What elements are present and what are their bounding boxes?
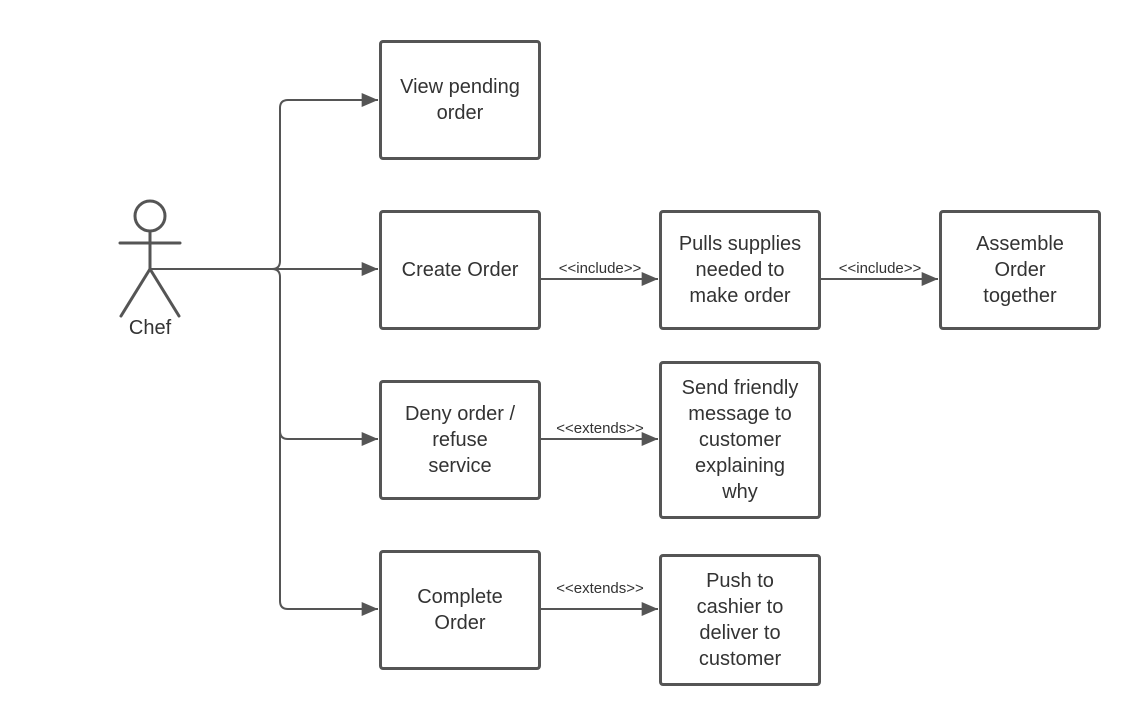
use-case-label: Complete Order: [417, 586, 503, 634]
use-case-label: Create Order: [401, 259, 519, 281]
use-case-label: View pending order: [400, 76, 520, 124]
use-case-label: Assemble Order together: [976, 233, 1064, 307]
use-case-pull-supplies[interactable]: Pulls supplies needed to make order: [659, 210, 821, 330]
extends-label: <<extends>>: [556, 420, 644, 437]
actor-figure: [118, 199, 182, 318]
actor-right-leg: [148, 267, 181, 318]
use-case-complete-order[interactable]: Complete Order: [379, 550, 541, 670]
use-case-label: Pulls supplies needed to make order: [678, 233, 802, 307]
use-case-send-message[interactable]: Send friendly message to customer explai…: [659, 361, 821, 519]
relation-arrows: [541, 272, 939, 616]
actor-associations: [150, 93, 378, 616]
use-case-label: Deny order / refuse service: [404, 403, 516, 477]
actor-left-leg: [119, 267, 152, 318]
actor-head: [133, 199, 167, 233]
use-case-push-cashier[interactable]: Push to cashier to deliver to customer: [659, 554, 821, 686]
use-case-assemble-order[interactable]: Assemble Order together: [939, 210, 1101, 330]
association-complete-order: [279, 431, 378, 616]
use-case-create-order[interactable]: Create Order: [379, 210, 541, 330]
use-case-label: Send friendly message to customer explai…: [681, 377, 799, 503]
include-label: <<include>>: [838, 260, 922, 277]
extends-label: <<extends>>: [556, 580, 644, 597]
association-trunk: [150, 93, 378, 270]
use-case-deny-order[interactable]: Deny order / refuse service: [379, 380, 541, 500]
include-label: <<include>>: [558, 260, 642, 277]
use-case-label: Push to cashier to deliver to customer: [696, 570, 784, 670]
use-case-view-pending-order[interactable]: View pending order: [379, 40, 541, 160]
association-deny-order: [271, 268, 378, 446]
actor-name-label: Chef: [128, 317, 172, 339]
